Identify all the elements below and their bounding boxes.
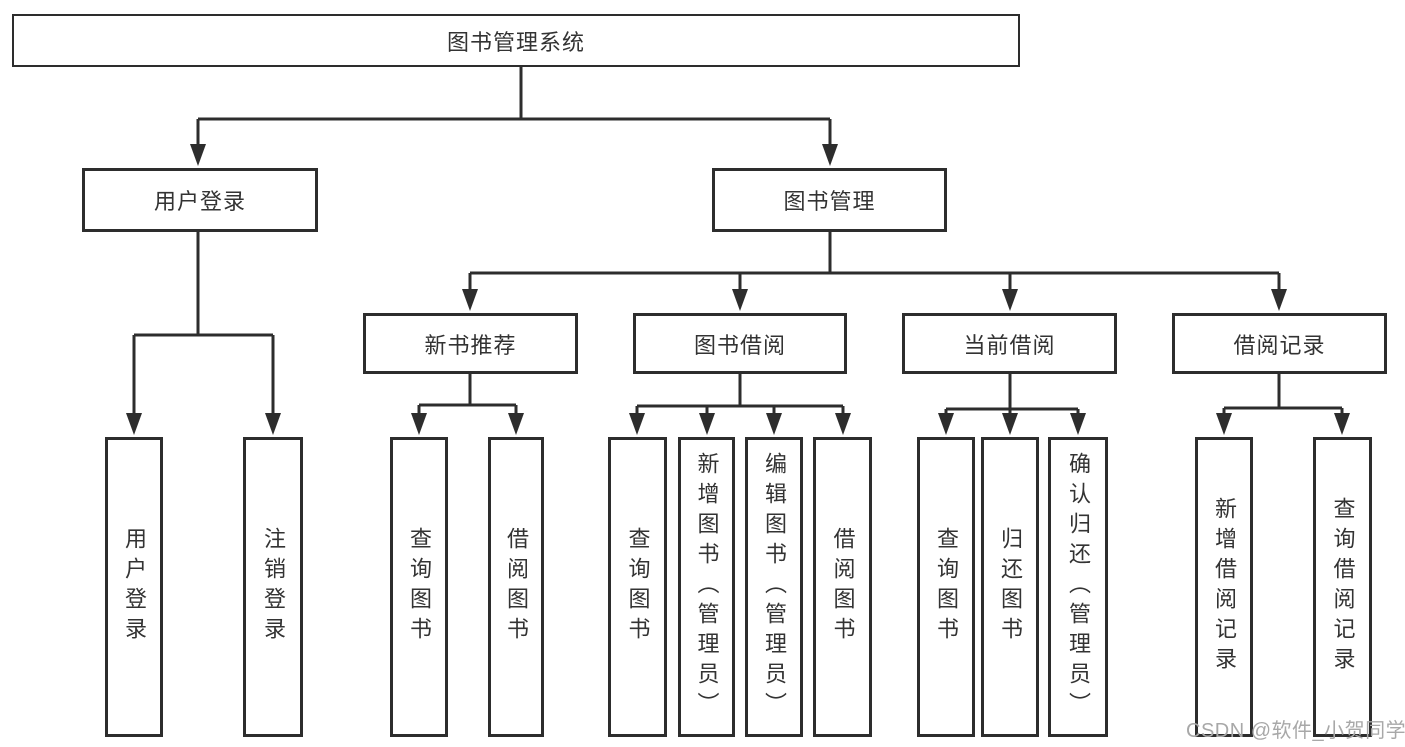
connector-borrow-records	[1222, 374, 1344, 417]
leaf-label: 查询图书	[407, 527, 432, 647]
node-book-borrow: 图书借阅	[633, 313, 847, 374]
node-book-management-label: 图书管理	[783, 189, 876, 214]
leaf-label: 查询图书	[934, 527, 959, 647]
leaf-borrow-books-newbooks: 借阅图书	[488, 437, 544, 737]
node-new-books-label: 新书推荐	[424, 332, 517, 358]
node-book-management: 图书管理	[712, 168, 947, 232]
leaf-search-books-borrow: 查询图书	[608, 437, 667, 737]
connector-book-borrow	[635, 374, 845, 417]
node-new-books: 新书推荐	[363, 313, 578, 374]
leaf-search-borrow-record: 查询借阅记录	[1313, 437, 1372, 737]
leaf-add-borrow-record: 新增借阅记录	[1195, 437, 1253, 737]
leaf-label: 查询图书	[625, 527, 651, 647]
node-user-login: 用户登录	[82, 168, 318, 232]
leaf-confirm-return-admin: 确认归还（管理员）	[1048, 437, 1108, 737]
leaf-search-books-newbooks: 查询图书	[390, 437, 448, 737]
leaf-label: 用户登录	[122, 527, 147, 647]
node-user-login-label: 用户登录	[153, 189, 246, 214]
node-current-borrow: 当前借阅	[902, 313, 1117, 374]
leaf-label: 查询借阅记录	[1330, 497, 1356, 677]
leaf-label: 新增图书（管理员）	[694, 452, 720, 722]
connector-book-management	[468, 232, 1281, 293]
leaf-search-books-current: 查询图书	[917, 437, 975, 737]
node-book-borrow-label: 图书借阅	[693, 332, 786, 358]
watermark: CSDN @软件_小贺同学	[1186, 720, 1405, 742]
node-current-borrow-label: 当前借阅	[963, 332, 1056, 358]
node-root: 图书管理系统	[12, 14, 1020, 67]
node-borrow-records: 借阅记录	[1172, 313, 1387, 374]
connector-user-login	[132, 232, 275, 417]
leaf-borrow-books: 借阅图书	[813, 437, 872, 737]
leaf-user-login: 用户登录	[105, 437, 163, 737]
leaf-return-books: 归还图书	[981, 437, 1039, 737]
leaf-label: 归还图书	[998, 527, 1023, 647]
leaf-logout: 注销登录	[243, 437, 303, 737]
connector-root	[196, 66, 832, 148]
leaf-label: 借阅图书	[504, 527, 529, 647]
node-root-label: 图书管理系统	[446, 29, 585, 55]
leaf-add-books-admin: 新增图书（管理员）	[678, 437, 735, 737]
node-borrow-records-label: 借阅记录	[1233, 332, 1326, 358]
leaf-label: 确认归还（管理员）	[1066, 452, 1091, 722]
leaf-edit-books-admin: 编辑图书（管理员）	[745, 437, 803, 737]
connector-current-borrow	[944, 374, 1080, 417]
leaf-label: 注销登录	[261, 527, 286, 647]
leaf-label: 借阅图书	[830, 527, 856, 647]
leaf-label: 新增借阅记录	[1212, 497, 1237, 677]
leaf-label: 编辑图书（管理员）	[762, 452, 787, 722]
connector-new-books	[417, 374, 518, 417]
